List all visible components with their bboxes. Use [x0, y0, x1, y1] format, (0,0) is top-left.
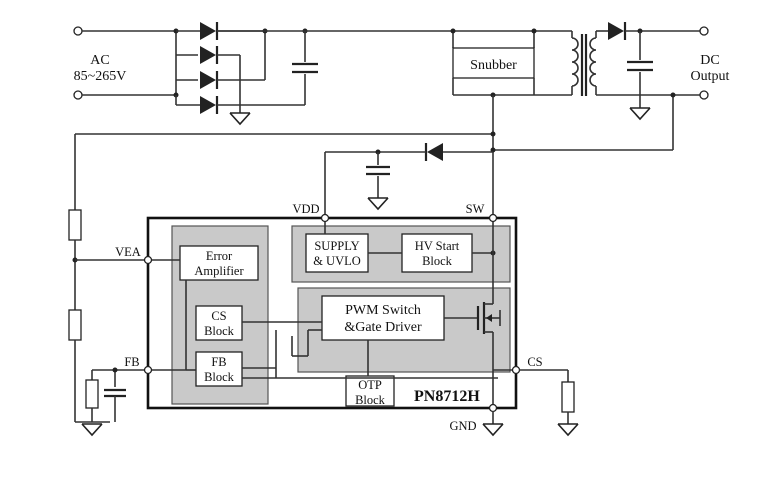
ac-terminal-bottom [73, 90, 83, 100]
fb-label: FB [124, 355, 139, 369]
ac-label-2: 85~265V [74, 69, 127, 84]
gnd-label: GND [449, 419, 476, 433]
ac-terminal-top [73, 26, 83, 36]
cs-sense-resistor [519, 369, 579, 436]
fb-block [195, 351, 243, 387]
bridge-diode-2 [200, 46, 219, 64]
dc-label-2: Output [691, 69, 730, 84]
power-mosfet [444, 300, 501, 370]
pwm-gate-driver-block [321, 295, 445, 341]
cs-pin [511, 365, 521, 375]
pwm-label-1: PWM Switch [345, 303, 421, 318]
error-amp-label-1: Error [206, 249, 233, 263]
ac-label-1: AC [90, 53, 109, 68]
sw-label: SW [466, 202, 485, 216]
vdd-label: VDD [292, 202, 319, 216]
chip-pn8712h: Error Amplifier CS Block FB Block SUPPLY… [146, 216, 518, 410]
otp-label-1: OTP [358, 378, 382, 392]
supply-label-1: SUPPLY [314, 239, 359, 253]
sw-pin [488, 213, 498, 223]
chip-name: PN8712H [414, 388, 480, 405]
pwm-label-2: &Gate Driver [344, 320, 422, 335]
hv-label-1: HV Start [415, 239, 460, 253]
fb-pin [143, 365, 153, 375]
cs-block [195, 305, 243, 341]
error-amp-label-2: Amplifier [194, 264, 244, 278]
transformer [571, 31, 597, 96]
snubber-box: Snubber [452, 47, 535, 79]
vea-label: VEA [115, 245, 141, 259]
error-amplifier-block [179, 245, 259, 281]
vdd-pin [320, 213, 330, 223]
supply-uvlo-block [305, 233, 369, 273]
bridge-diode-3 [200, 71, 219, 89]
fb-block-label-2: Block [204, 370, 235, 384]
bulk-capacitor [292, 31, 318, 105]
fb-block-label-1: FB [211, 355, 226, 369]
gnd-pin [488, 403, 498, 413]
cs-block-label-1: CS [211, 309, 226, 323]
output-capacitor [627, 31, 653, 120]
fb-compensation [85, 367, 148, 422]
dc-terminal-bottom [699, 90, 709, 100]
bridge-diode-1 [176, 22, 219, 40]
supply-label-2: & UVLO [313, 254, 361, 268]
otp-block [345, 375, 395, 407]
bridge-rectifier [73, 22, 308, 125]
snubber-label: Snubber [470, 58, 517, 73]
feedback-resistor-top [68, 209, 82, 241]
dc-terminal-top [699, 26, 709, 36]
otp-label-2: Block [355, 393, 386, 407]
vea-pin [143, 255, 153, 265]
cs-block-label-2: Block [204, 324, 235, 338]
vdd-diode [324, 143, 493, 218]
dc-label-1: DC [700, 53, 719, 68]
cs-label: CS [527, 355, 542, 369]
hv-label-2: Block [422, 254, 453, 268]
output-rectifier [596, 22, 709, 40]
bridge-diode-4 [175, 95, 219, 114]
feedback-resistor-bottom [68, 309, 82, 341]
vdd-capacitor [366, 152, 390, 210]
